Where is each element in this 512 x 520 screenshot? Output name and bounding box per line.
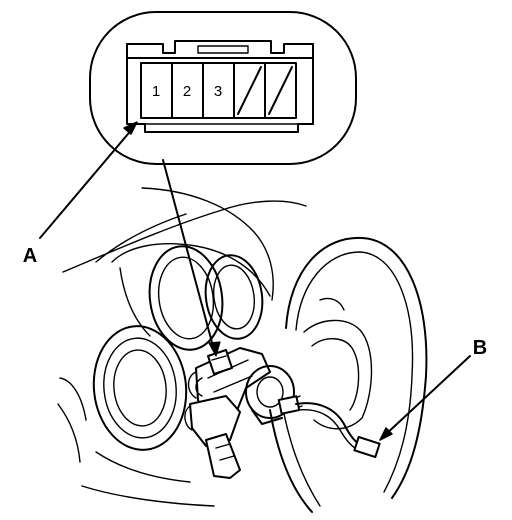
connector-b [353,435,381,459]
bubble-pointer-line [162,159,215,351]
callout-b: B [379,337,487,441]
pin-cavity-5 [264,62,297,119]
callout-a: A [23,121,138,267]
instrument-cluster [57,187,307,507]
pin-3-label: 3 [214,83,222,100]
pin-2-label: 2 [183,83,191,100]
pin-1-label: 1 [152,83,160,100]
steering-wheel [269,236,428,513]
airbag-harness [295,402,381,459]
pointer-arrowhead [208,341,221,357]
combination-switch [184,347,303,479]
connector-face: 1 2 3 [126,40,314,133]
callout-b-label: B [473,337,487,359]
callout-a-label: A [23,245,37,267]
